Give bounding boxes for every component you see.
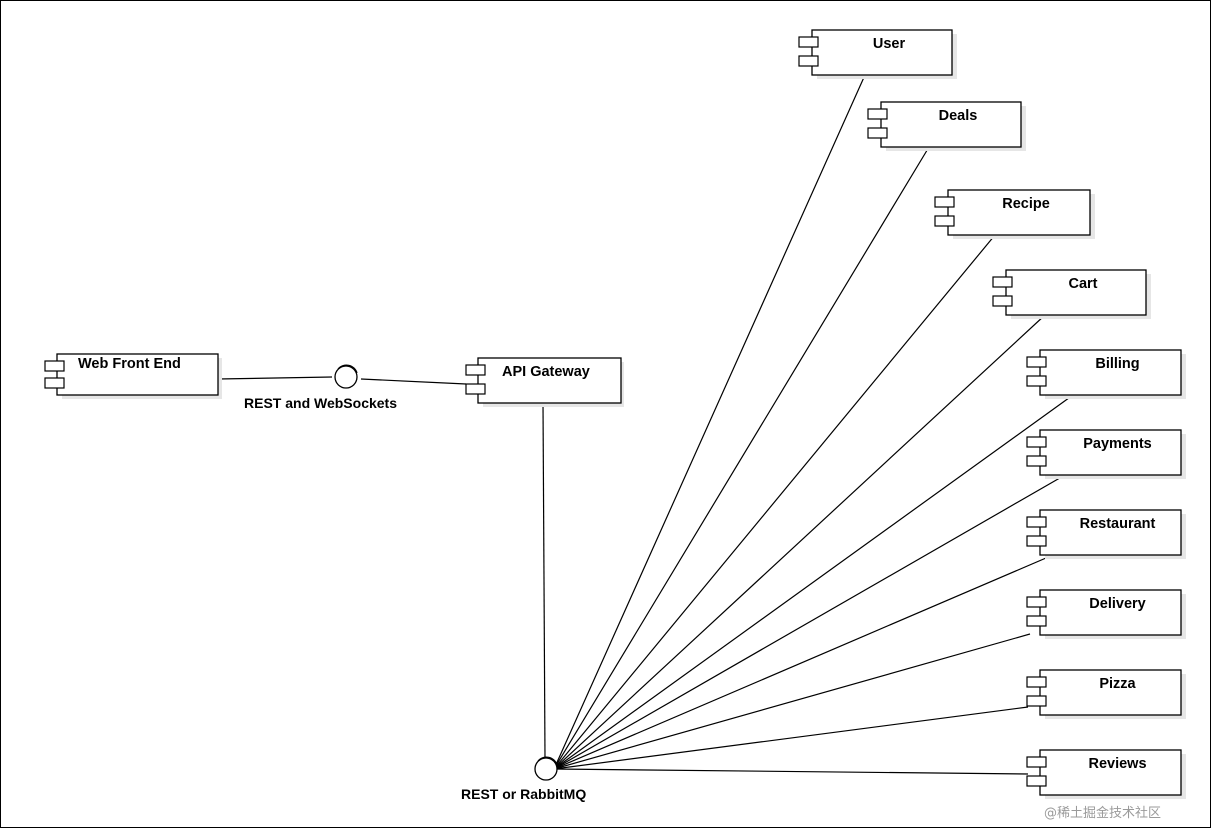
component-tab-icon <box>992 295 1013 307</box>
component-tab-icon <box>465 383 486 395</box>
component-label-delivery: Delivery <box>1089 596 1145 612</box>
component-label-user: User <box>873 36 906 52</box>
component-tab-icon <box>1026 436 1047 448</box>
component-tab-icon <box>465 364 486 376</box>
component-tab-icon <box>1026 375 1047 387</box>
component-user[interactable]: User <box>798 29 957 79</box>
link-rabbitmq-to-billing <box>553 394 1074 770</box>
component-tab-icon <box>1026 615 1047 627</box>
component-tab-icon <box>1026 535 1047 547</box>
link-rest-websockets-to-gateway <box>360 378 467 385</box>
component-label-billing: Billing <box>1095 356 1139 372</box>
component-label-cart: Cart <box>1068 276 1097 292</box>
service-connection-lines <box>553 74 1074 775</box>
component-tab-icon <box>44 360 65 372</box>
component-tab-icon <box>1026 756 1047 768</box>
component-api-gateway[interactable]: API Gateway <box>465 357 624 407</box>
component-payments[interactable]: Payments <box>1026 429 1186 479</box>
connection-lines <box>217 376 546 759</box>
link-rabbitmq-to-pizza <box>553 706 1029 770</box>
link-rabbitmq-to-reviews <box>553 768 1029 775</box>
link-rabbitmq-to-delivery <box>553 633 1031 770</box>
component-tab-icon <box>798 36 819 48</box>
component-label-api-gateway: API Gateway <box>502 364 590 380</box>
component-reviews[interactable]: Reviews <box>1026 749 1186 799</box>
link-gateway-to-rest-rabbitmq <box>542 402 546 759</box>
link-rabbitmq-to-payments <box>553 474 1066 770</box>
link-rabbitmq-to-restaurant <box>553 554 1054 770</box>
component-label-web-front-end: Web Front End <box>78 356 181 372</box>
component-tab-icon <box>1026 695 1047 707</box>
component-tab-icon <box>934 196 955 208</box>
component-tab-icon <box>1026 775 1047 787</box>
link-frontend-to-rest-websockets <box>217 376 333 380</box>
interface-label-rest-rabbitmq: REST or RabbitMQ <box>461 786 586 802</box>
component-label-reviews: Reviews <box>1088 756 1146 772</box>
link-rabbitmq-to-cart <box>553 314 1046 770</box>
component-recipe[interactable]: Recipe <box>934 189 1095 239</box>
component-billing[interactable]: Billing <box>1026 349 1186 399</box>
component-tab-icon <box>798 55 819 67</box>
component-tab-icon <box>1026 455 1047 467</box>
component-web-front-end[interactable]: Web Front End <box>44 353 222 399</box>
component-cart[interactable]: Cart <box>992 269 1151 319</box>
component-tab-icon <box>1026 596 1047 608</box>
service-components: UserDealsRecipeCartBillingPaymentsRestau… <box>798 29 1186 799</box>
interface-rest-rabbitmq: REST or RabbitMQ <box>461 756 586 802</box>
component-tab-icon <box>867 108 888 120</box>
component-pizza[interactable]: Pizza <box>1026 669 1186 719</box>
component-label-recipe: Recipe <box>1002 196 1050 212</box>
component-tab-icon <box>44 377 65 389</box>
link-rabbitmq-to-deals <box>553 146 930 770</box>
link-rabbitmq-to-recipe <box>553 234 996 770</box>
component-tab-icon <box>934 215 955 227</box>
component-tab-icon <box>867 127 888 139</box>
component-tab-icon <box>1026 676 1047 688</box>
link-rabbitmq-to-user <box>553 74 866 770</box>
component-delivery[interactable]: Delivery <box>1026 589 1186 639</box>
component-tab-icon <box>992 276 1013 288</box>
component-restaurant[interactable]: Restaurant <box>1026 509 1186 559</box>
component-label-payments: Payments <box>1083 436 1152 452</box>
watermark: @稀土掘金技术社区 <box>1044 805 1161 821</box>
component-tab-icon <box>1026 516 1047 528</box>
component-label-pizza: Pizza <box>1099 676 1136 692</box>
component-deals[interactable]: Deals <box>867 101 1026 151</box>
component-label-deals: Deals <box>939 108 978 124</box>
component-label-restaurant: Restaurant <box>1080 516 1156 532</box>
interface-label-rest-websockets: REST and WebSockets <box>244 395 397 411</box>
interface-rest-websockets: REST and WebSockets <box>244 364 397 411</box>
component-tab-icon <box>1026 356 1047 368</box>
